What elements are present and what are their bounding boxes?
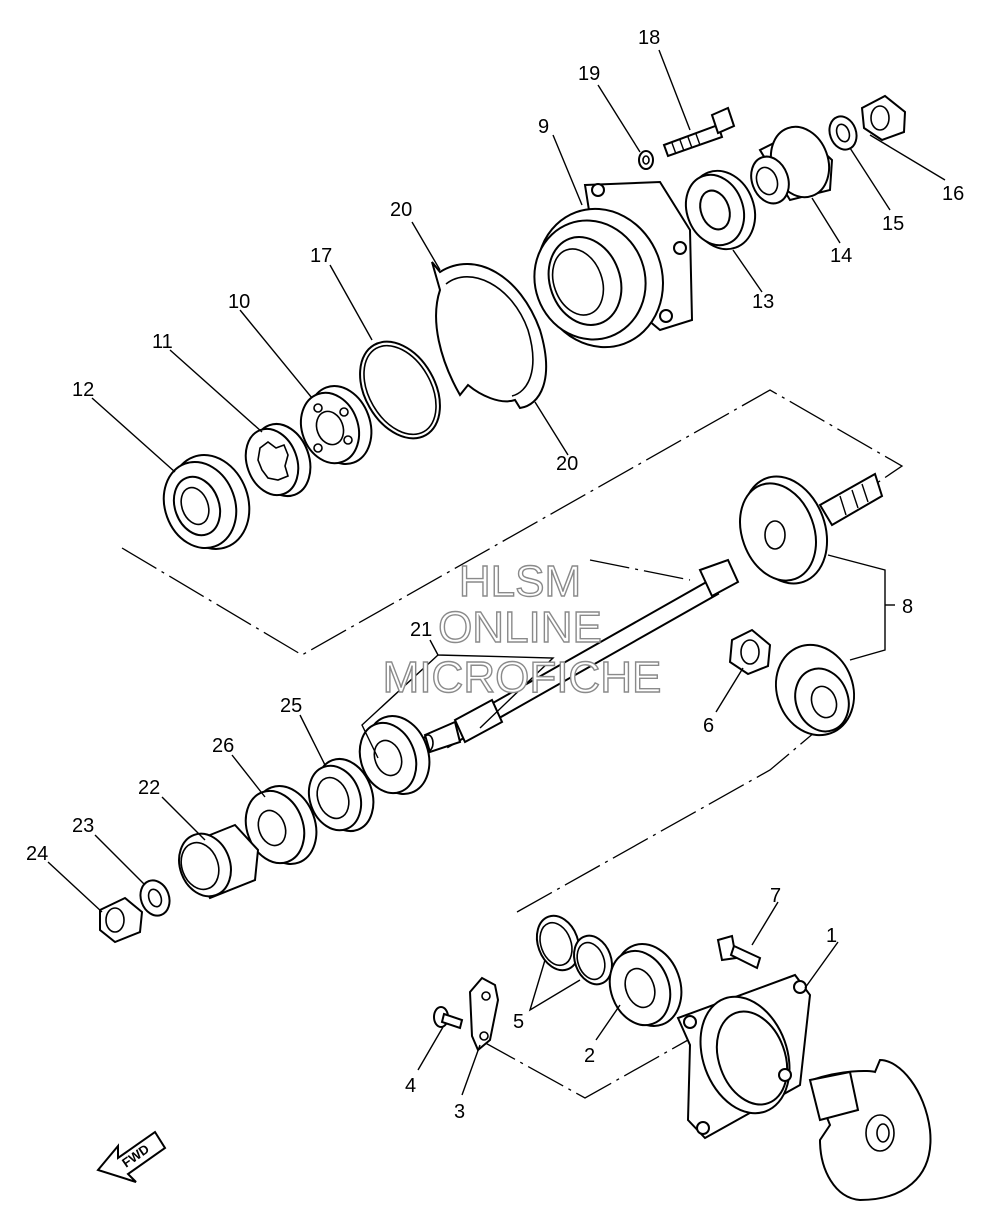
- part-8-bevel-gear-lower[interactable]: [764, 634, 867, 746]
- watermark-line-1: HLSM: [459, 557, 581, 606]
- part-20-gasket[interactable]: [431, 261, 548, 410]
- part-16-nut[interactable]: [860, 94, 907, 142]
- part-2-bearing[interactable]: [600, 935, 693, 1036]
- callout-24: 24: [26, 843, 48, 865]
- part-24-nut[interactable]: [99, 896, 144, 944]
- part-1-housing[interactable]: [676, 973, 812, 1140]
- part-23-washer[interactable]: [136, 876, 175, 919]
- part-10-bearing[interactable]: [291, 377, 381, 473]
- callout-8: 8: [902, 596, 913, 618]
- callout-10: 10: [228, 291, 250, 313]
- callout-6: 6: [703, 715, 714, 737]
- part-11-collar[interactable]: [237, 416, 320, 504]
- callout-23: 23: [72, 815, 94, 837]
- part-9-housing[interactable]: [518, 180, 694, 365]
- part-21-shaft[interactable]: [422, 558, 740, 754]
- callout-17: 17: [310, 245, 332, 267]
- callout-5: 5: [513, 1011, 524, 1033]
- watermark-line-3: MICROFICHE: [383, 653, 662, 702]
- callout-13: 13: [752, 291, 774, 313]
- callout-1: 1: [826, 925, 837, 947]
- forward-arrow-icon: FWD: [96, 1130, 167, 1183]
- callout-20-top: 20: [390, 199, 412, 221]
- part-13-bearing[interactable]: [676, 161, 765, 258]
- watermark-line-2: ONLINE: [438, 603, 602, 652]
- part-4-screw[interactable]: [433, 1006, 464, 1030]
- callout-3: 3: [454, 1101, 465, 1123]
- callout-4: 4: [405, 1075, 416, 1097]
- callout-19: 19: [578, 63, 600, 85]
- drive-gear[interactable]: [808, 1058, 932, 1202]
- callout-26: 26: [212, 735, 234, 757]
- part-18-bolt[interactable]: [662, 106, 736, 158]
- part-12-bearing[interactable]: [152, 444, 262, 560]
- callout-14: 14: [830, 245, 852, 267]
- callout-21: 21: [410, 619, 432, 641]
- callout-18: 18: [638, 27, 660, 49]
- part-25-bearing[interactable]: [350, 707, 440, 803]
- leader-lines: [47, 49, 946, 1096]
- callout-22: 22: [138, 777, 160, 799]
- part-7-bolt[interactable]: [716, 934, 762, 970]
- callout-7: 7: [770, 885, 781, 907]
- part-5-shims[interactable]: [530, 910, 619, 990]
- part-19-washer[interactable]: [638, 150, 654, 170]
- part-14-coupling[interactable]: [745, 119, 839, 209]
- callout-labels: 1 2 3 4 5 6 7 8 9 10 11 12 13 14 15 16 1…: [26, 27, 964, 1123]
- part-22-coupling[interactable]: [171, 823, 260, 904]
- callout-2: 2: [584, 1045, 595, 1067]
- callout-16: 16: [942, 183, 964, 205]
- part-17-o-ring[interactable]: [344, 327, 457, 452]
- callout-15: 15: [882, 213, 904, 235]
- part-25-collar[interactable]: [300, 751, 383, 839]
- part-26-seal[interactable]: [236, 777, 327, 873]
- callout-12: 12: [72, 379, 94, 401]
- part-8-bevel-gear-upper[interactable]: [727, 465, 884, 596]
- callout-25: 25: [280, 695, 302, 717]
- callout-9: 9: [538, 116, 549, 138]
- part-6-nut[interactable]: [728, 628, 772, 676]
- watermark: HLSM ONLINE MICROFICHE: [382, 556, 662, 702]
- callout-11: 11: [152, 331, 173, 353]
- callout-20-bottom: 20: [556, 453, 578, 475]
- part-15-washer[interactable]: [825, 113, 861, 154]
- part-3-plate[interactable]: [468, 976, 500, 1052]
